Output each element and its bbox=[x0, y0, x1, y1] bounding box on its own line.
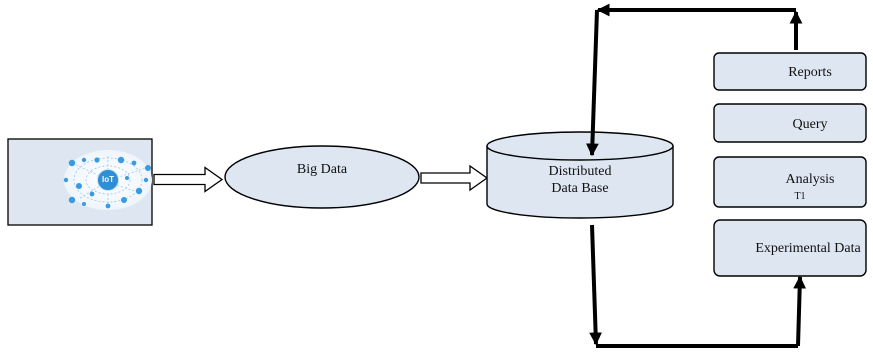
iot-image-panel: IoT bbox=[7, 138, 153, 226]
database-to-experimental-connector bbox=[589, 224, 807, 348]
experimental-data-label: Experimental Data bbox=[755, 241, 861, 256]
database-label-line2: Data Base bbox=[551, 181, 608, 196]
arrow-bigdata-to-database bbox=[420, 164, 489, 192]
analysis-sublabel: T1 bbox=[794, 191, 805, 202]
distributed-database: Distributed Data Base bbox=[486, 131, 674, 219]
iot-network-icon: IoT bbox=[63, 150, 152, 210]
analysis-label: Analysis bbox=[786, 172, 835, 187]
query-label: Query bbox=[793, 117, 828, 132]
reports-box: Reports bbox=[713, 52, 867, 91]
reports-label: Reports bbox=[788, 65, 832, 80]
arrow-iot-to-bigdata bbox=[153, 166, 224, 193]
database-label-line1: Distributed bbox=[549, 164, 612, 179]
experimental-data-box: Experimental Data bbox=[713, 219, 867, 277]
query-box: Query bbox=[713, 103, 867, 143]
big-data-label: Big Data bbox=[297, 162, 348, 177]
reports-to-database-connector bbox=[586, 3, 803, 157]
iot-badge-text: IoT bbox=[102, 175, 114, 184]
big-data-node: Big Data bbox=[224, 145, 420, 209]
analysis-box: Analysis T1 bbox=[713, 156, 867, 208]
